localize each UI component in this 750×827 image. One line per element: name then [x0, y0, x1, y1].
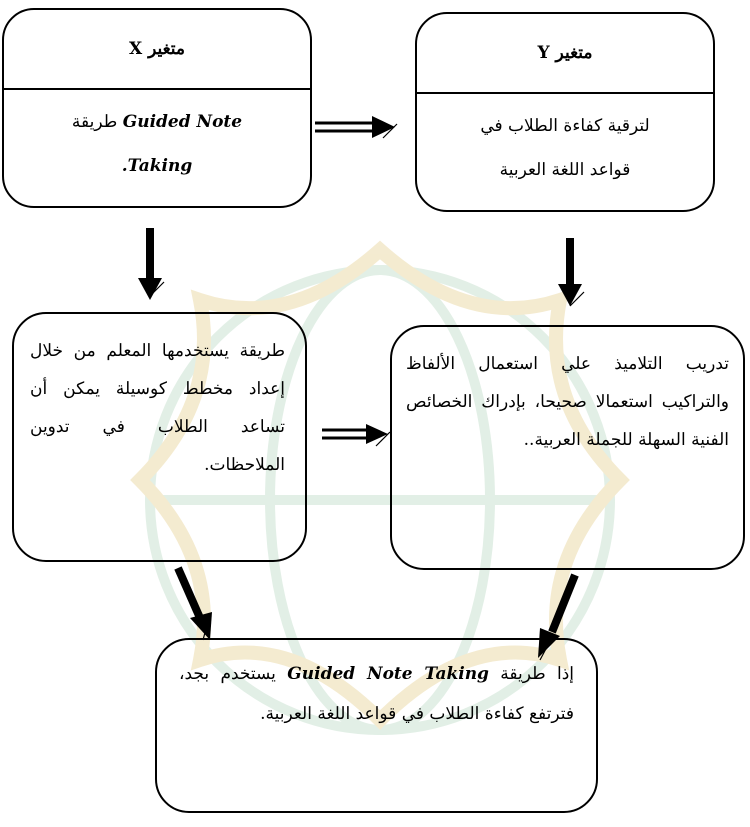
training-description-text: تدريب التلاميذ علي استعمال الألفاظ والتر… [406, 354, 729, 450]
variable-x-term: Guided Note [122, 112, 243, 132]
conclusion-prefix: إذا طريقة [500, 664, 575, 684]
variable-y-content: لترقية كفاءة الطلاب في قواعد اللغة العرب… [417, 94, 713, 192]
arrow-x-down [138, 228, 165, 300]
conclusion-term: Guided Note Taking [287, 664, 489, 684]
variable-x-box: متغير X طريقة Guided Note .Taking [2, 8, 312, 208]
variable-y-line1: لترقية كفاءة الطلاب في [480, 116, 650, 136]
conclusion-suffix: يستخدم بجد، فترتفع كفاءة الطلاب في قواعد… [179, 664, 574, 724]
variable-x-header: متغير X [4, 10, 310, 90]
variable-x-term-line2: .Taking [121, 156, 193, 176]
method-description-box: طريقة يستخدمها المعلم من خلال إعداد مخطط… [12, 312, 307, 562]
arrow-y-down [558, 238, 585, 307]
variable-x-arabic: طريقة [71, 112, 118, 132]
variable-y-box: متغير Y لترقية كفاءة الطلاب في قواعد الل… [415, 12, 715, 212]
arrow-method-to-training [322, 424, 391, 447]
arrow-method-to-conclusion [174, 566, 212, 641]
variable-y-line2: قواعد اللغة العربية [499, 160, 631, 180]
conclusion-box: إذا طريقة Guided Note Taking يستخدم بجد،… [155, 638, 598, 813]
variable-x-content: طريقة Guided Note .Taking [4, 90, 310, 188]
variable-y-header: متغير Y [417, 14, 713, 94]
arrow-x-to-y [315, 116, 398, 139]
method-description-text: طريقة يستخدمها المعلم من خلال إعداد مخطط… [30, 341, 285, 475]
training-description-box: تدريب التلاميذ علي استعمال الألفاظ والتر… [390, 325, 745, 570]
conclusion-text: إذا طريقة Guided Note Taking يستخدم بجد،… [157, 640, 596, 734]
